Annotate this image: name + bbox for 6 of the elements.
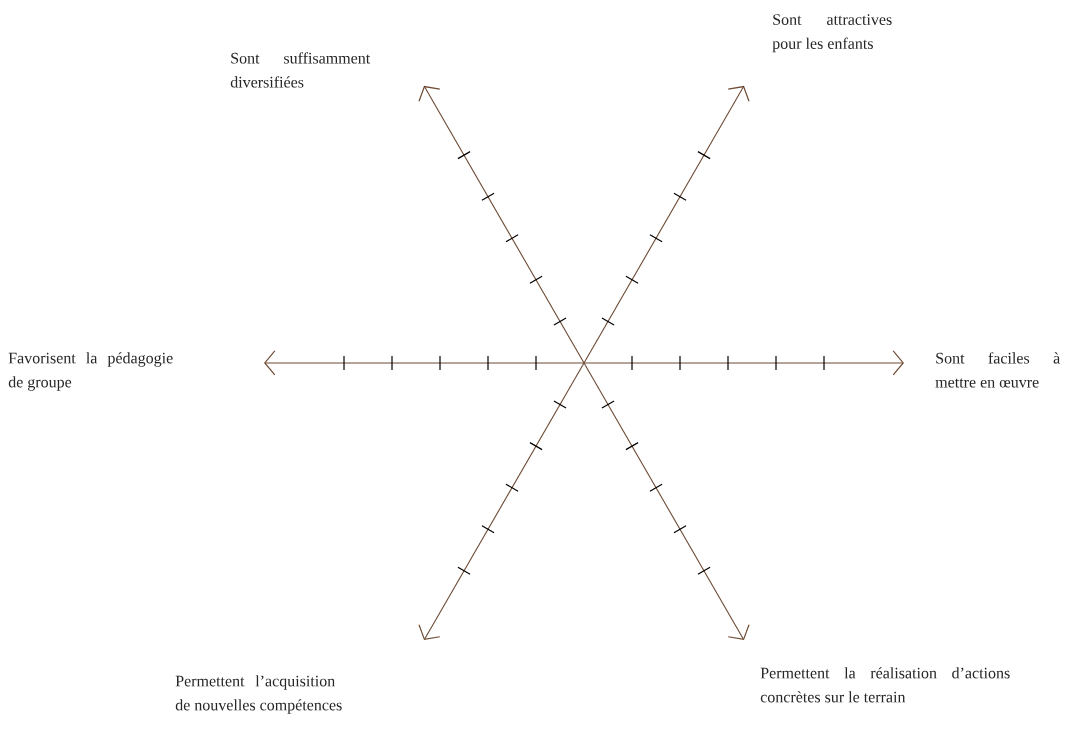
axis-label: Sont faciles à mettre en œuvre	[935, 352, 1060, 388]
axis-label: Permettent la réalisation d’actions concrètes sur le terrain	[760, 667, 1010, 703]
axis-label: Favorisent la pédagogie de groupe	[8, 352, 173, 391]
axis-label: Permettent l’acquisition de nouvelles compétences	[175, 675, 342, 714]
axis-label: Sont suffisamment diversifiées	[230, 52, 371, 88]
axis-label: Sont attractives pour les enfants	[772, 14, 892, 53]
